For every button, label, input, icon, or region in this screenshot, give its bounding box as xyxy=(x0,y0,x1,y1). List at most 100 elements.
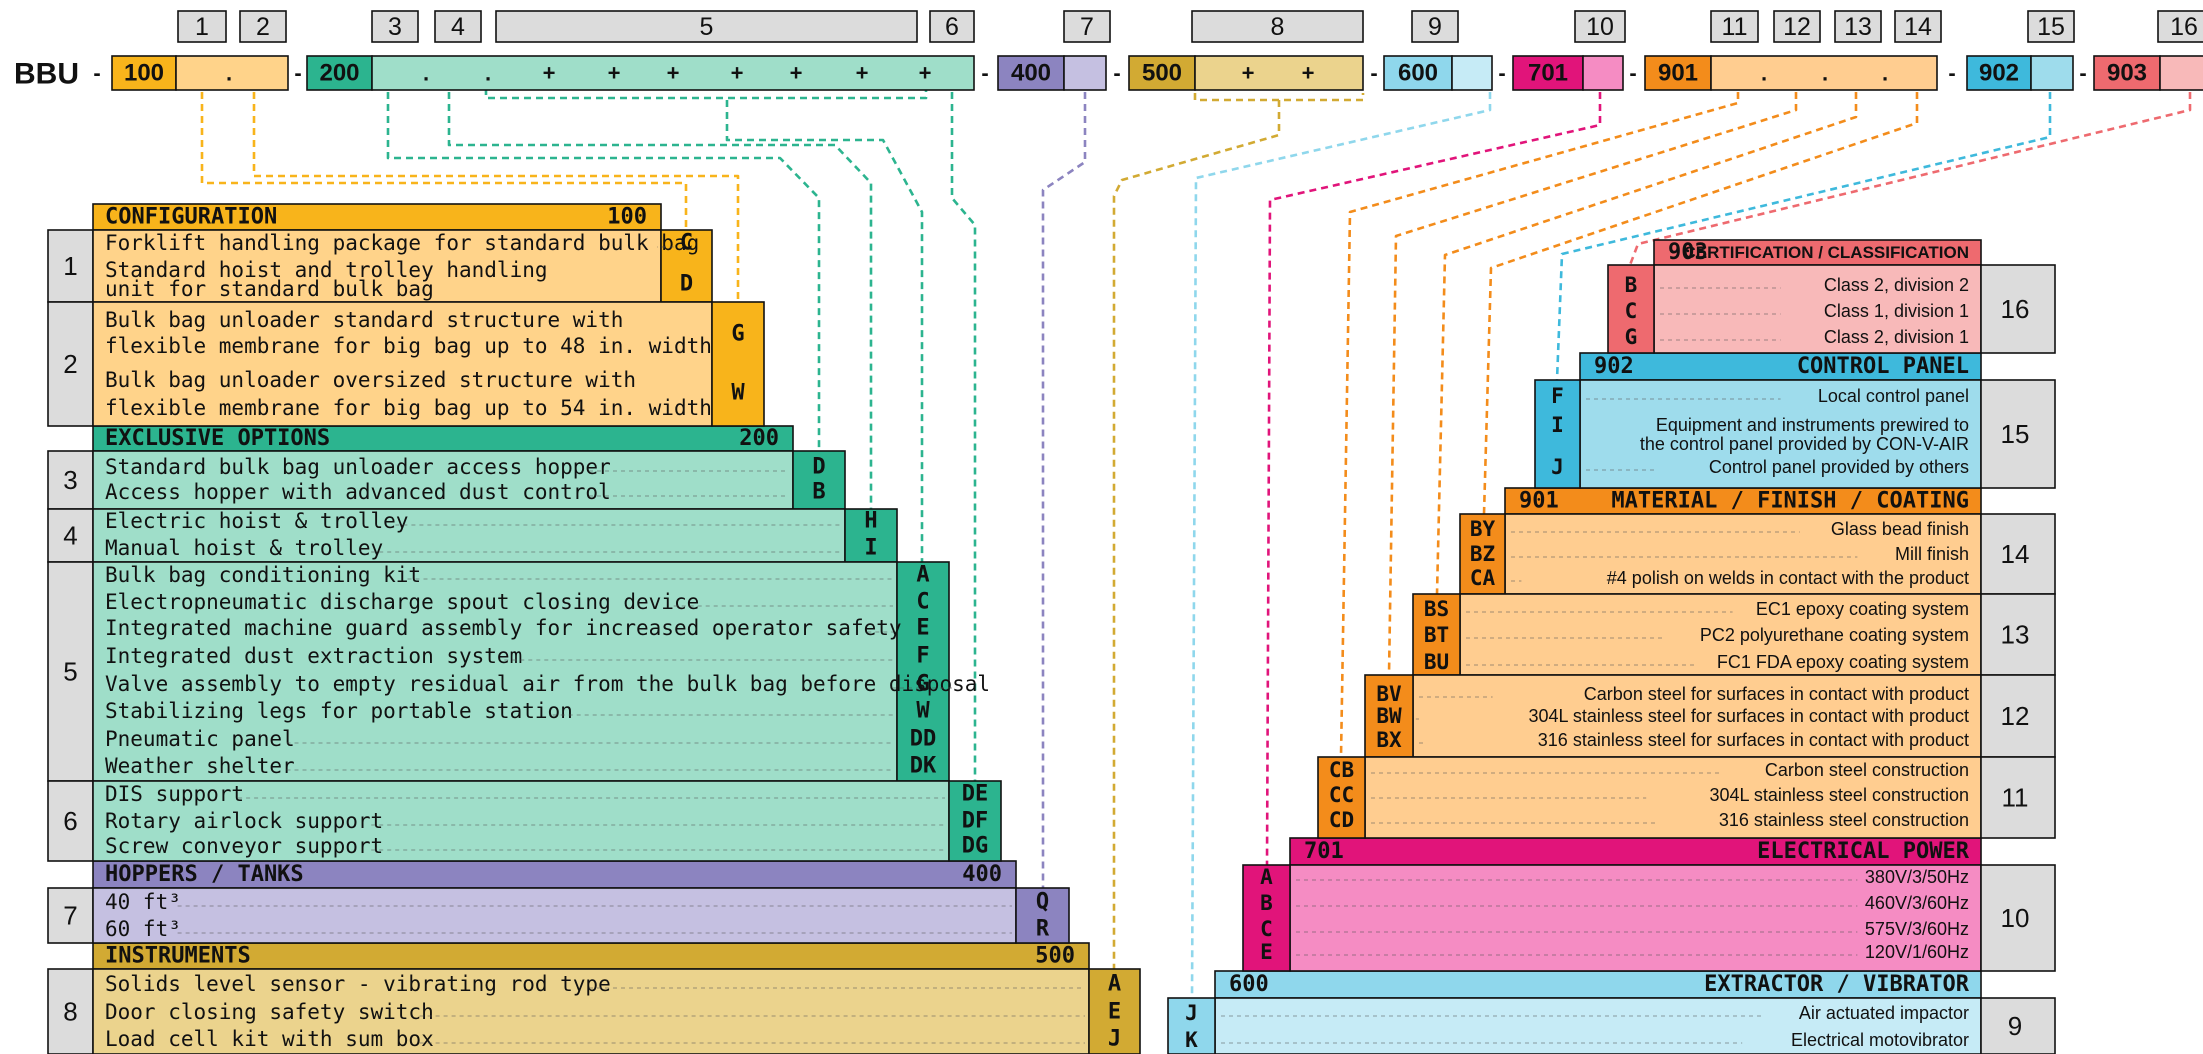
option-code: DF xyxy=(962,809,989,834)
code-box xyxy=(1128,55,1196,91)
option-text: PC2 polyurethane coating system xyxy=(1700,625,1969,645)
option-code: CC xyxy=(1329,783,1354,807)
option-code: D xyxy=(812,455,825,480)
option-code: H xyxy=(864,509,877,534)
option-panel xyxy=(92,301,713,427)
group-number-box xyxy=(47,450,94,510)
option-text: Equipment and instruments prewired to xyxy=(1656,415,1969,435)
position-number: 4 xyxy=(451,13,465,41)
group-number-box xyxy=(1980,513,2056,595)
section-header-code: 901 xyxy=(1519,489,1559,514)
connector-line-14 xyxy=(1482,92,1919,515)
section-header-code: 600 xyxy=(1229,972,1269,997)
option-panel xyxy=(92,968,1090,1054)
option-code: B xyxy=(812,480,825,505)
position-number-box xyxy=(1063,10,1111,43)
position-number: 14 xyxy=(1904,13,1932,41)
section-header xyxy=(1653,239,1982,266)
option-text: the control panel provided by CON-V-AIR xyxy=(1640,434,1969,454)
option-code: A xyxy=(1260,865,1273,889)
section-header-title: ELECTRICAL POWER xyxy=(1757,839,1970,864)
group-number: 14 xyxy=(2001,539,2030,569)
code-slot-box xyxy=(1582,55,1624,91)
option-code: G xyxy=(1625,325,1638,349)
option-text: Electric hoist & trolley xyxy=(105,509,408,533)
code-number: 902 xyxy=(1979,60,2019,87)
option-text: Electrical motovibrator xyxy=(1791,1030,1969,1050)
option-text: #4 polish on welds in contact with the p… xyxy=(1607,568,1969,588)
letter-column xyxy=(1317,756,1366,839)
option-text: 380V/3/50Hz xyxy=(1865,867,1969,887)
option-text: Bulk bag unloader oversized structure wi… xyxy=(105,368,636,392)
group-number-box xyxy=(47,508,94,563)
code-box xyxy=(111,55,177,91)
option-text: Door closing safety switch xyxy=(105,1000,434,1024)
section-header-title: MATERIAL / FINISH / COATING xyxy=(1611,489,1969,514)
code-slot-box xyxy=(1451,55,1493,91)
group-number: 12 xyxy=(2001,701,2030,731)
option-text: Standard bulk bag unloader access hopper xyxy=(105,455,611,479)
code-separator: - xyxy=(1948,61,1955,86)
option-text: Bulk bag conditioning kit xyxy=(105,563,421,587)
code-number: 600 xyxy=(1398,60,1438,87)
position-number: 10 xyxy=(1586,13,1614,41)
option-text: Weather shelter xyxy=(105,754,295,778)
group-number-box xyxy=(1980,756,2056,839)
section-header xyxy=(1214,970,1982,999)
letter-column xyxy=(1167,997,1216,1054)
option-text: 316 stainless steel for surfaces in cont… xyxy=(1538,730,1969,750)
option-code: CD xyxy=(1329,808,1354,832)
position-number-box xyxy=(1894,10,1942,43)
group-number-box xyxy=(47,301,94,427)
group-number-box xyxy=(47,229,94,303)
code-slot-mark: + xyxy=(856,61,869,86)
option-text: Carbon steel for surfaces in contact wit… xyxy=(1584,684,1969,704)
option-code: G xyxy=(916,672,929,697)
group-number-box xyxy=(1980,864,2056,972)
option-code: W xyxy=(916,699,930,724)
option-text: Local control panel xyxy=(1818,386,1969,406)
code-number: 500 xyxy=(1142,60,1182,87)
code-slot-box xyxy=(1710,55,1938,91)
letter-column xyxy=(711,301,765,427)
code-separator: - xyxy=(93,61,100,86)
option-panel xyxy=(92,450,794,510)
option-code: J xyxy=(1551,455,1564,479)
group-number: 7 xyxy=(63,901,77,931)
option-text: 304L stainless steel for surfaces in con… xyxy=(1528,706,1969,726)
option-text: Glass bead finish xyxy=(1831,519,1969,539)
letter-column xyxy=(792,450,846,510)
option-code: J xyxy=(1185,1001,1198,1025)
option-code: DG xyxy=(962,834,989,859)
code-slot-mark: + xyxy=(608,61,621,86)
option-panel xyxy=(1214,997,1982,1054)
group-number-box xyxy=(47,561,94,782)
option-text: Class 1, division 1 xyxy=(1824,301,1969,321)
option-panel xyxy=(1412,674,1982,758)
code-separator: - xyxy=(1113,61,1120,86)
position-number: 12 xyxy=(1783,13,1811,41)
option-text: Standard hoist and trolley handling xyxy=(105,258,548,282)
option-code: R xyxy=(1036,917,1050,942)
option-text: Load cell kit with sum box xyxy=(105,1027,434,1051)
group-number-box xyxy=(1980,593,2056,676)
position-number-box xyxy=(1773,10,1821,43)
group-number: 10 xyxy=(2001,903,2030,933)
position-number: 7 xyxy=(1080,13,1094,41)
slot-bracket xyxy=(1193,93,1365,102)
option-panel xyxy=(92,780,950,862)
option-text: Class 2, division 1 xyxy=(1824,327,1969,347)
code-separator: - xyxy=(1498,61,1505,86)
code-slot-mark: . xyxy=(423,61,429,86)
option-text: flexible membrane for big bag up to 48 i… xyxy=(105,334,712,358)
option-text: Integrated machine guard assembly for in… xyxy=(105,616,902,640)
group-number-box xyxy=(1980,997,2056,1054)
model-prefix: BBU xyxy=(14,58,79,91)
section-header-code: 902 xyxy=(1594,354,1634,379)
option-code: K xyxy=(1185,1028,1198,1052)
code-slot-mark: + xyxy=(543,61,556,86)
position-number: 8 xyxy=(1271,13,1285,41)
code-slot-mark: + xyxy=(667,61,680,86)
